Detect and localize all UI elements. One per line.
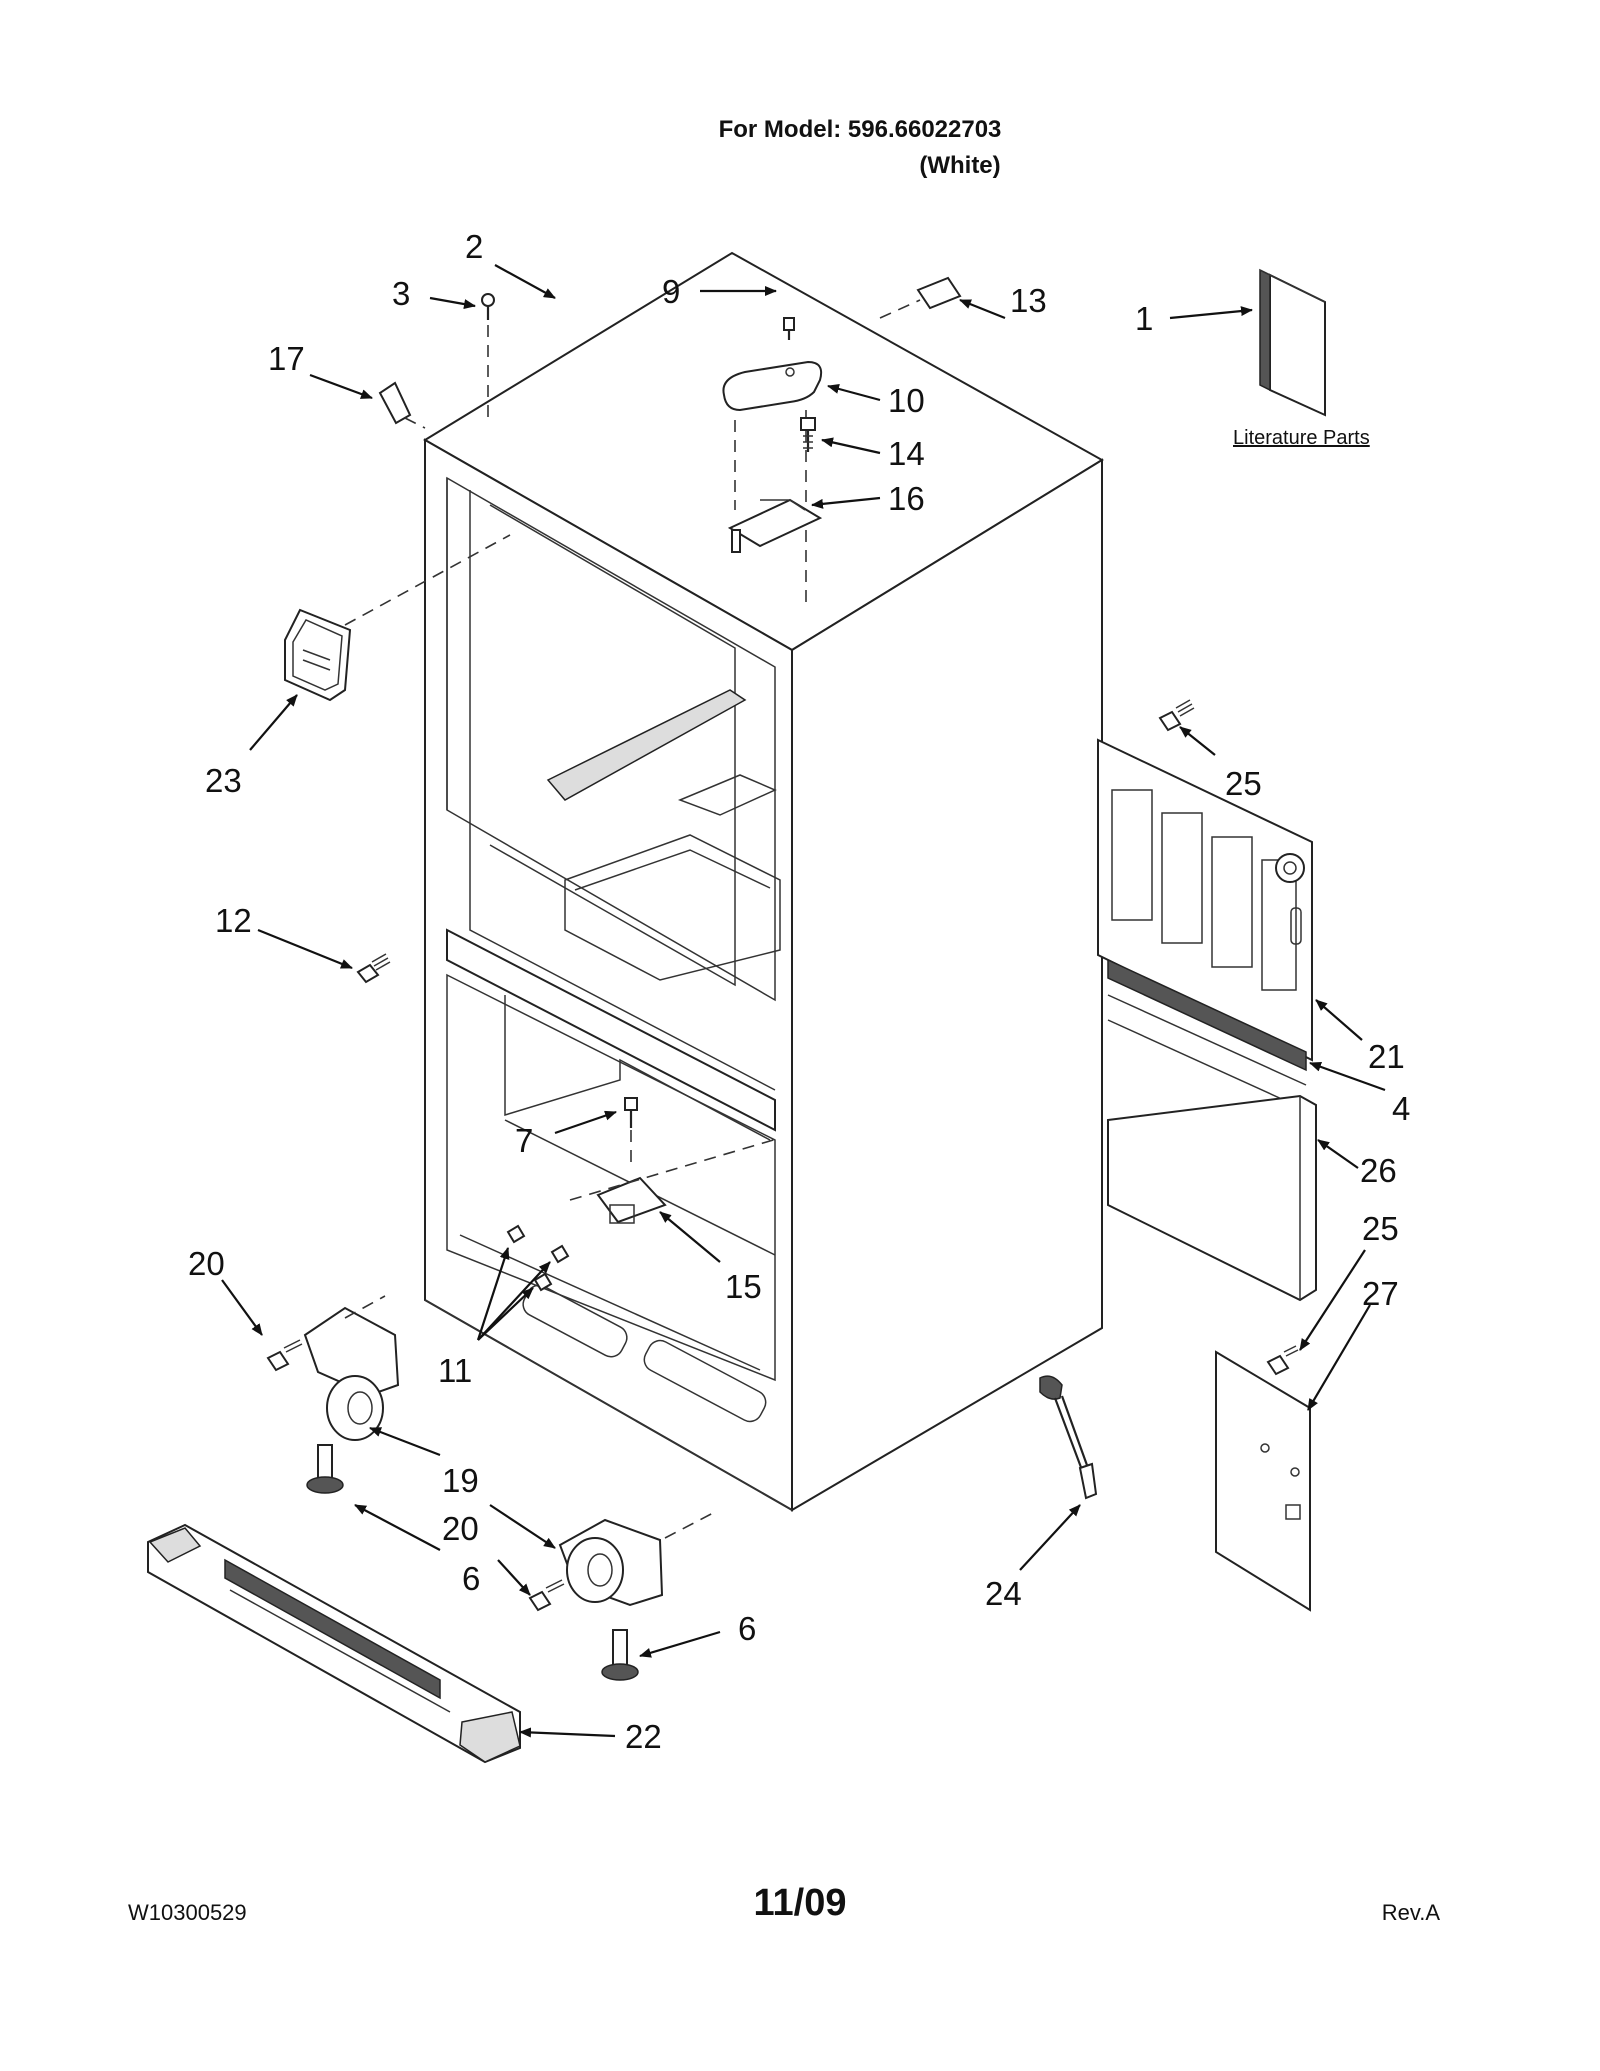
- access-panel-27: [1215, 1350, 1311, 1612]
- screw-20-right: [528, 1579, 565, 1612]
- callout-20-left: 20: [188, 1245, 225, 1282]
- hinge-cover-10: [722, 360, 823, 412]
- bracket-15: [596, 1176, 667, 1224]
- color-subtitle: (White): [919, 152, 1001, 179]
- document-number: W10300529: [128, 1900, 247, 1925]
- callout-25-upper: 25: [1225, 765, 1262, 802]
- document-date: 11/09: [753, 1882, 847, 1924]
- callout-10: 10: [888, 382, 925, 419]
- literature-book: [1259, 268, 1326, 417]
- leveler-right-6: [601, 1629, 639, 1681]
- revision-label: Rev.A: [1381, 1900, 1440, 1925]
- callout-12: 12: [215, 902, 252, 939]
- callout-6-right: 6: [738, 1610, 756, 1647]
- screw-20-left: [266, 1339, 303, 1372]
- literature-parts-label: Literature Parts: [1233, 427, 1370, 449]
- caster-right-19: [558, 1518, 664, 1607]
- callout-17: 17: [268, 340, 305, 377]
- callout-22: 22: [625, 1718, 662, 1755]
- callout-27: 27: [1362, 1275, 1399, 1312]
- label-13: [916, 276, 962, 310]
- screw-25-lower: [1266, 1345, 1299, 1376]
- callout-13: 13: [1010, 282, 1047, 319]
- callout-20-right: 20: [442, 1510, 479, 1547]
- callout-21: 21: [1368, 1038, 1405, 1075]
- callout-19: 19: [442, 1462, 479, 1499]
- screw-7: [624, 1097, 638, 1128]
- power-cord-24: [1039, 1375, 1098, 1500]
- base-grille-22: [147, 1523, 521, 1764]
- callout-6-left: 6: [462, 1560, 480, 1597]
- leveler-left-6: [306, 1444, 344, 1494]
- callout-24: 24: [985, 1575, 1022, 1612]
- screw-14: [800, 417, 816, 452]
- callout-4: 4: [1392, 1090, 1410, 1127]
- callout-15: 15: [725, 1268, 762, 1305]
- callout-2: 2: [465, 228, 483, 265]
- screws-11: [506, 1224, 570, 1292]
- tape-17: [378, 381, 412, 425]
- caster-left-19: [303, 1306, 400, 1441]
- refrigerator-cabinet: [423, 251, 1104, 1512]
- callout-1: 1: [1135, 300, 1153, 337]
- model-title: For Model: 596.66022703: [718, 116, 1002, 143]
- callout-14: 14: [888, 435, 925, 472]
- callout-16: 16: [888, 480, 925, 517]
- callout-25-lower: 25: [1362, 1210, 1399, 1247]
- panel-26: [1107, 1094, 1317, 1302]
- control-panel-23: [284, 608, 352, 702]
- callout-3: 3: [392, 275, 410, 312]
- callout-11: 11: [438, 1352, 472, 1389]
- callout-26: 26: [1360, 1152, 1397, 1189]
- callout-9: 9: [662, 273, 680, 310]
- screw-12: [356, 953, 391, 984]
- gasket-4: [1107, 958, 1307, 1111]
- callout-7: 7: [515, 1122, 533, 1159]
- screw-25-upper: [1158, 699, 1195, 732]
- screw-9: [783, 317, 795, 340]
- screw-3: [481, 293, 495, 320]
- callout-23: 23: [205, 762, 242, 799]
- top-hinge-16: [727, 498, 823, 553]
